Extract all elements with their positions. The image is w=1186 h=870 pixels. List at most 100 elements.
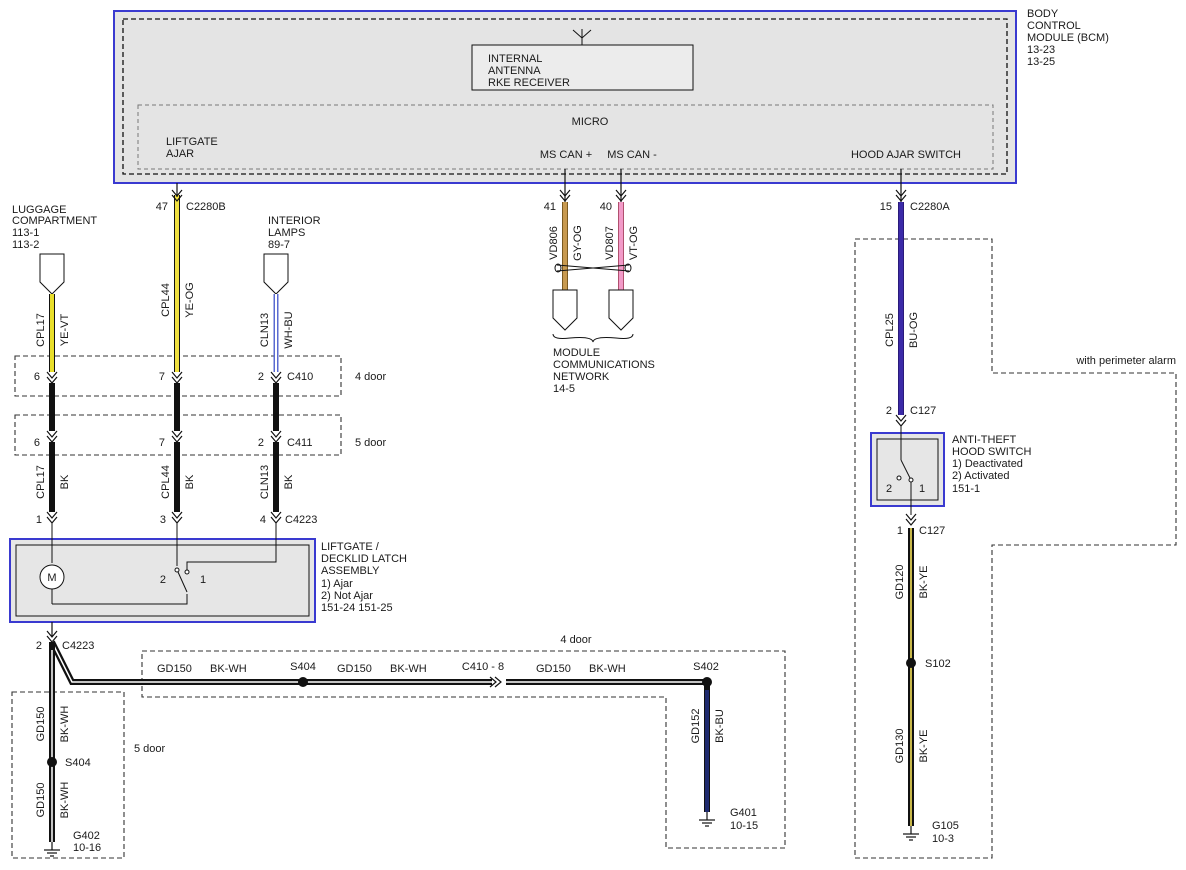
c410-8-arrow [489, 676, 502, 688]
c4223-bottom-name: C4223 [62, 640, 94, 652]
c4223-top-name: C4223 [285, 514, 317, 526]
c4223-bottom-pin: 2 [36, 640, 42, 652]
cpl17-top-color: YE-VT [59, 314, 71, 347]
c411-pin-2: 7 [159, 437, 165, 449]
interior-label-1: INTERIOR [268, 215, 321, 227]
luggage-label-4: 113-2 [12, 239, 39, 251]
interior-label-2: LAMPS [268, 227, 305, 239]
top-wires [49, 195, 904, 415]
luggage-label-2: COMPARTMENT [12, 215, 97, 227]
hood-pos-1: 1 [919, 483, 925, 495]
c410-zone-label: 4 door [355, 371, 387, 383]
gd150-v1-circuit: GD150 [35, 707, 47, 742]
module-network-label-1: MODULE [553, 347, 600, 359]
four-door-label: 4 door [560, 634, 592, 646]
ground-wires [49, 528, 914, 842]
hood-switch-label-1: ANTI-THEFT [952, 434, 1016, 446]
liftgate-ajar-label-2: AJAR [166, 148, 194, 160]
antenna-label-3: RKE RECEIVER [488, 77, 570, 89]
bcm-title-5: 13-25 [1027, 56, 1055, 68]
c4223-top-pin-1: 1 [36, 514, 42, 526]
latch-assembly: M 2 1 [9, 523, 316, 623]
cln13-bot-color: BK [283, 474, 295, 489]
cpl17-top-circuit: CPL17 [35, 313, 47, 347]
cln13-top-circuit: CLN13 [259, 313, 271, 347]
interior-label-3: 89-7 [268, 239, 290, 251]
network-brace-icon [552, 333, 634, 343]
c127-top-pin: 2 [886, 405, 892, 417]
gd150-v2-color: BK-WH [59, 782, 71, 819]
gd150-h2-circuit: GD150 [337, 663, 372, 675]
c2280b-name: C2280B [186, 201, 226, 213]
g402-ref: 10-16 [73, 842, 101, 854]
g401-ref: 10-15 [730, 820, 758, 832]
c127-top-arrows [895, 414, 907, 427]
cpl44-top-color: YE-OG [184, 282, 196, 317]
cpl25-color: BU-OG [908, 312, 920, 348]
latch-label-5: 2) Not Ajar [321, 590, 373, 602]
micro-label: MICRO [572, 116, 609, 128]
g105-name: G105 [932, 820, 959, 832]
motor-label: M [47, 572, 56, 584]
ground-g105-icon [903, 826, 919, 841]
c410-pin-3: 2 [258, 371, 264, 383]
luggage-continuation-icon [39, 253, 65, 295]
c410-pin-1: 6 [34, 371, 40, 383]
hood-switch-label-5: 151-1 [952, 483, 980, 495]
s402-label: S402 [693, 661, 719, 673]
c4223-top-pin-2: 3 [160, 514, 166, 526]
s402-splice [702, 677, 712, 687]
c127-bottom-arrows [905, 513, 917, 526]
latch-label-4: 1) Ajar [321, 578, 353, 590]
bcm-title-3: MODULE (BCM) [1027, 32, 1109, 44]
perimeter-alarm-label: with perimeter alarm [1075, 355, 1176, 367]
vd807-color: VT-OG [628, 226, 640, 260]
c2280a-name: C2280A [910, 201, 950, 213]
latch-pos-2: 2 [160, 574, 166, 586]
gd150-v1-color: BK-WH [59, 706, 71, 743]
ms-minus-continuation-icon [608, 289, 634, 331]
bcm-title-2: CONTROL [1027, 20, 1081, 32]
gd150-v2-circuit: GD150 [35, 783, 47, 818]
hood-switch-label-3: 1) Deactivated [952, 458, 1023, 470]
latch-label-2: DECKLID LATCH [321, 553, 407, 565]
s404-h-splice [298, 677, 308, 687]
latch-label-6: 151-24 151-25 [321, 602, 393, 614]
module-network-label-4: 14-5 [553, 383, 575, 395]
hood-pos-2: 2 [886, 483, 892, 495]
ground-g402-icon [44, 842, 60, 857]
liftgate-ajar-label-1: LIFTGATE [166, 136, 218, 148]
c2280b-pin: 47 [156, 201, 168, 213]
ms-plus-continuation-icon [552, 289, 578, 331]
luggage-label-1: LUGGAGE [12, 204, 66, 216]
s102-splice [906, 658, 916, 668]
latch-label-3: ASSEMBLY [321, 565, 380, 577]
cpl25-circuit: CPL25 [884, 313, 896, 347]
s102-label: S102 [925, 658, 951, 670]
ms-can-plus-label: MS CAN + [540, 149, 592, 161]
c411-pin-3: 2 [258, 437, 264, 449]
vd807-circuit: VD807 [604, 226, 616, 260]
gd130-color: BK-YE [918, 729, 930, 762]
c411-name: C411 [287, 437, 312, 449]
ground-g401-icon [699, 812, 715, 827]
latch-label-1: LIFTGATE / [321, 541, 380, 553]
gd150-h3-circuit: GD150 [536, 663, 571, 675]
antenna-label-2: ANTENNA [488, 65, 541, 77]
c411-zone-label: 5 door [355, 437, 387, 449]
ms-plus-pin: 41 [544, 201, 556, 213]
cln13-top-color: WH-BU [283, 311, 295, 348]
c410-name: C410 [287, 371, 313, 383]
c127-bottom-pin: 1 [897, 525, 903, 537]
gd120-circuit: GD120 [894, 565, 906, 600]
c411-pin-1: 6 [34, 437, 40, 449]
s404-v-label: S404 [65, 757, 91, 769]
gd130-circuit: GD130 [894, 729, 906, 764]
module-network-label-3: NETWORK [553, 371, 610, 383]
c4223-bottom-arrows [46, 622, 58, 643]
black-wire-segments [49, 383, 279, 512]
luggage-label-3: 113-1 [12, 227, 39, 239]
twisted-pair-icon [554, 263, 632, 273]
rke-receiver-box [471, 44, 694, 91]
